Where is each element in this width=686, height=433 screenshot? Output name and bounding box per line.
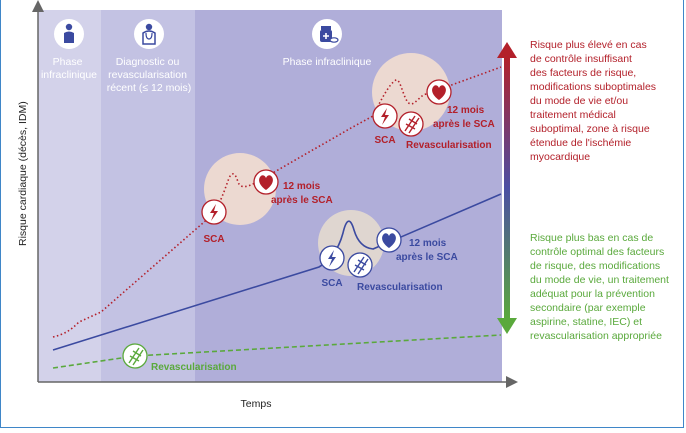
doctor-icon — [134, 19, 164, 49]
y-axis-label: Risque cardiaque (décès, IDM) — [17, 101, 29, 246]
revasc-label-green: Revascularisation — [151, 362, 237, 373]
stent-icon — [347, 252, 373, 278]
stent-icon — [398, 111, 424, 137]
phase3-label: Phase infraclinique — [283, 56, 372, 68]
high-risk-description: Risque plus élevé en cas de contrôle ins… — [530, 39, 659, 163]
low-risk-description: Risque plus bas en cas de contrôle optim… — [530, 232, 672, 342]
revasc-label-blue: Revascularisation — [357, 282, 443, 293]
heart-icon — [426, 79, 452, 105]
lightning-icon — [319, 245, 345, 271]
stent-icon — [122, 343, 148, 369]
phase2-label: Diagnostic ou revascularisation récent (… — [107, 56, 192, 94]
revasc-label-red: Revascularisation — [406, 140, 492, 151]
after-sca-label-red-2: 12 mois après le SCA — [433, 105, 495, 130]
sca-label-red-1: SCA — [203, 234, 224, 245]
sca-label-blue: SCA — [321, 278, 342, 289]
person-icon — [54, 19, 84, 49]
after-sca-label-blue: 12 mois après le SCA — [396, 238, 458, 263]
x-axis-label: Temps — [241, 398, 272, 410]
phase1-band — [38, 10, 101, 382]
after-sca-label-red-1: 12 mois après le SCA — [271, 181, 333, 206]
lightning-icon — [372, 103, 398, 129]
risk-range-arrow — [497, 42, 517, 334]
medication-icon — [312, 19, 342, 49]
phase1-label: Phase infraclinique — [41, 56, 97, 81]
lightning-icon — [201, 199, 227, 225]
heart-icon — [253, 169, 279, 195]
heart-icon — [376, 227, 402, 253]
sca-label-red-2: SCA — [374, 135, 395, 146]
